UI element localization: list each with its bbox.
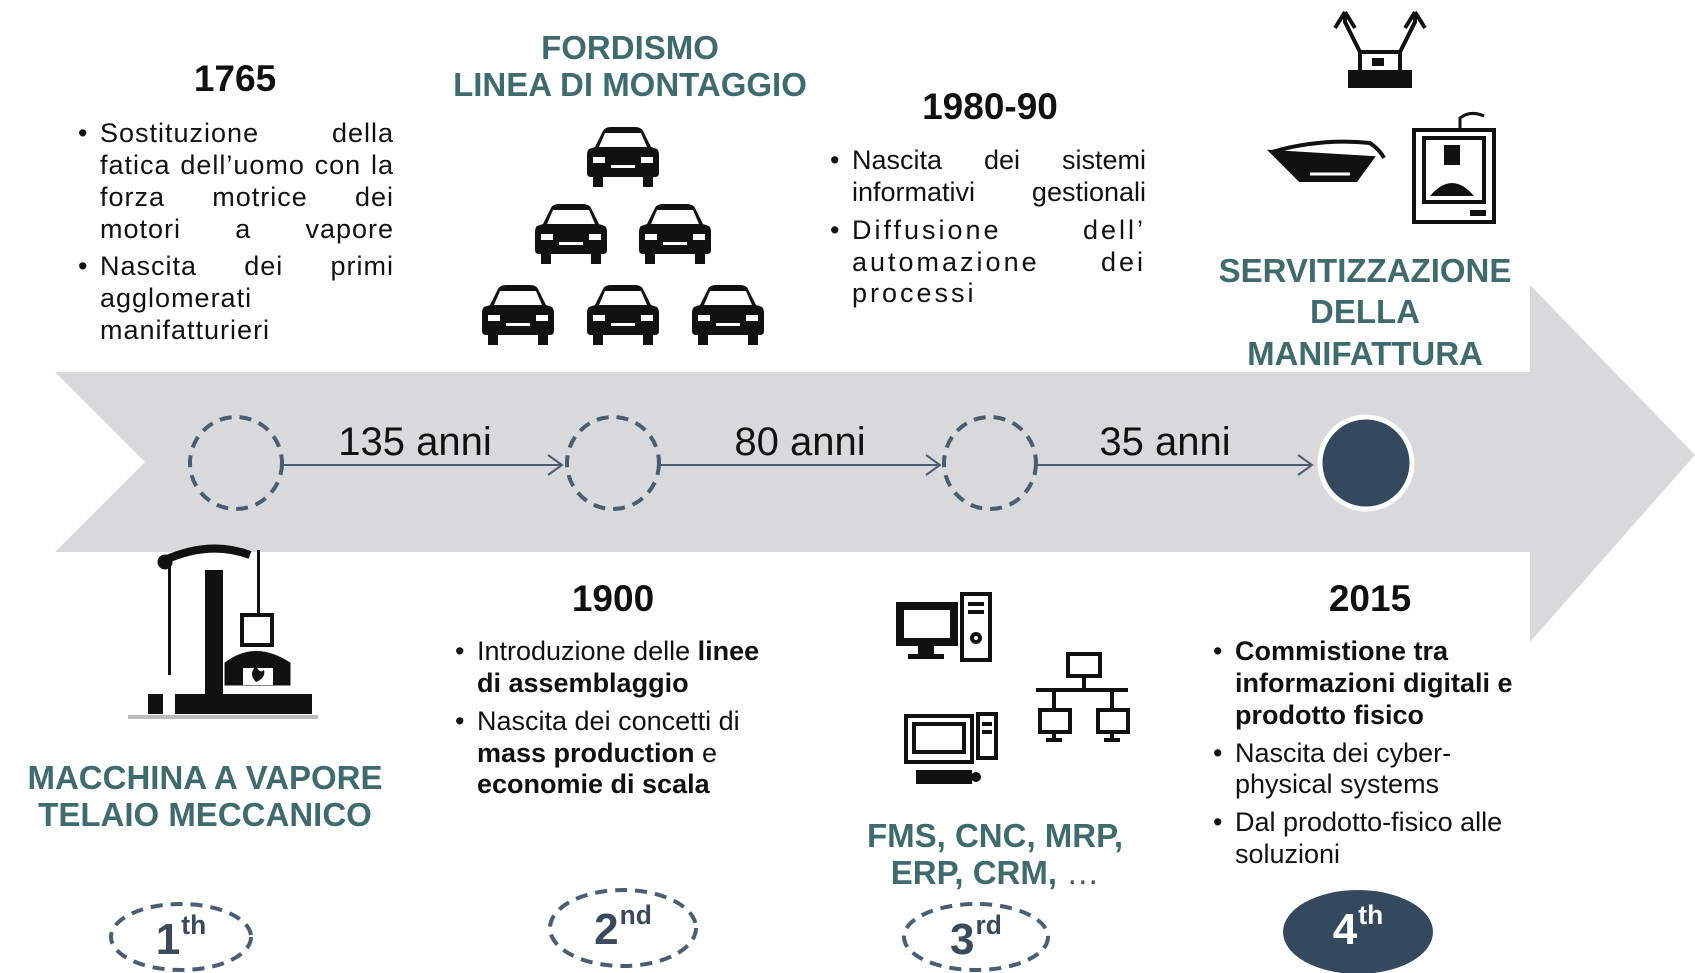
era2-bullet-2-plain2: e [694, 737, 718, 768]
era1-badge: 1th [111, 910, 251, 965]
badge-ellipse-4 [1283, 890, 1433, 973]
milestone-circle-2 [565, 415, 661, 511]
gap-label-2: 80 anni [734, 420, 866, 464]
era2-bullets: Introduzione delle linee di assemblaggio… [455, 636, 770, 807]
era2-bullet-2: Nascita dei concetti di mass production … [455, 706, 770, 802]
era4-heading-line-1: SERVITIZZAZIONE [1218, 252, 1512, 289]
era2-heading: FORDISMO LINEA DI MONTAGGIO [420, 29, 840, 104]
era2-heading-line-2: LINEA DI MONTAGGIO [453, 65, 807, 103]
era1-bullet-2: Nascita dei primi agglomerati manifattur… [78, 251, 394, 347]
era3-heading: FMS, CNC, MRP, ERP, CRM, … [820, 817, 1170, 892]
era3-heading-line-2-text: ERP, CRM, [890, 853, 1058, 891]
steam-engine-icon [128, 544, 318, 719]
era3-badge-suffix: rd [975, 910, 1002, 940]
computers-network-icon [896, 592, 1130, 784]
era1-bullet-1: Sostituzione della fatica dell’uomo con … [78, 118, 394, 245]
era4-bullet-2: Nascita dei cyber-physical systems [1213, 738, 1533, 802]
era4-badge-num: 4 [1332, 904, 1358, 954]
era4-badge-suffix: th [1358, 900, 1384, 930]
era2-bullet-2-plain: Nascita dei concetti di [477, 705, 740, 736]
era4-year: 2015 [1328, 578, 1412, 619]
era1-heading: MACCHINA A VAPORE TELAIO MECCANICO [10, 759, 400, 834]
era2-badge-num: 2 [594, 904, 619, 954]
era4-bullet-1-bold: Commistione tra informazioni digitali e … [1235, 636, 1513, 730]
milestone-circle-4 [1317, 414, 1415, 512]
badge-ellipse-3 [902, 902, 1050, 972]
era3-heading-line-1: FMS, CNC, MRP, [866, 817, 1124, 854]
gap-label-1: 135 anni [338, 420, 492, 464]
era4-heading-line-3: MANIFATTURA [1247, 334, 1483, 372]
robot-glasses-3dprinter-icon [1266, 10, 1496, 224]
era4-bullet-3: Dal prodotto-fisico alle soluzioni [1213, 807, 1533, 871]
era4-bullet-1: Commistione tra informazioni digitali e … [1213, 636, 1533, 732]
era1-badge-suffix: th [181, 910, 207, 940]
era2-heading-line-1: FORDISMO [541, 29, 719, 66]
era3-year: 1980-90 [922, 86, 1058, 127]
era3-heading-ellipsis: … [1066, 853, 1100, 891]
era3-bullet-2: Diffusione dell’ automazione dei process… [830, 215, 1146, 311]
era3-badge-num: 3 [950, 914, 975, 964]
era2-bullet-1: Introduzione delle linee di assemblaggio [455, 636, 770, 700]
era3-badge: 3rd [906, 910, 1046, 965]
era2-year: 1900 [571, 578, 655, 619]
era4-heading: SERVITIZZAZIONE DELLA MANIFATTURA [1195, 250, 1535, 374]
era4-heading-line-2: DELLA [1310, 293, 1420, 331]
era3-heading-line-2: ERP, CRM, … [820, 853, 1170, 892]
era1-heading-line-2: TELAIO MECCANICO [38, 795, 372, 833]
gap-label-3: 35 anni [1099, 420, 1231, 464]
era1-badge-num: 1 [155, 914, 181, 964]
era4-bullets: Commistione tra informazioni digitali e … [1213, 636, 1533, 877]
era3-bullets: Nascita dei sistemi informativi gestiona… [830, 145, 1146, 316]
badge-ellipse-1 [109, 902, 253, 972]
milestone-circle-1 [188, 415, 284, 511]
era2-bullet-2-bold: mass production [477, 737, 695, 768]
era3-bullet-1: Nascita dei sistemi informativi gestiona… [830, 145, 1146, 209]
era2-bullet-1-bold: linee di assemblaggio [477, 636, 760, 698]
era1-bullets: Sostituzione della fatica dell’uomo con … [78, 118, 394, 353]
era2-bullet-1-plain: Introduzione delle [477, 636, 698, 666]
era2-badge-suffix: nd [619, 900, 652, 930]
era2-badge: 2nd [553, 900, 693, 955]
timeline-arrow [55, 285, 1695, 642]
era4-badge: 4th [1288, 900, 1428, 955]
era1-heading-line-1: MACCHINA A VAPORE [27, 759, 383, 796]
cars-icon [482, 127, 764, 345]
milestone-circle-3 [942, 415, 1038, 511]
era2-bullet-2-bold2: economie di scala [477, 769, 710, 800]
era1-year: 1765 [193, 58, 277, 99]
badge-ellipse-2 [548, 888, 698, 968]
